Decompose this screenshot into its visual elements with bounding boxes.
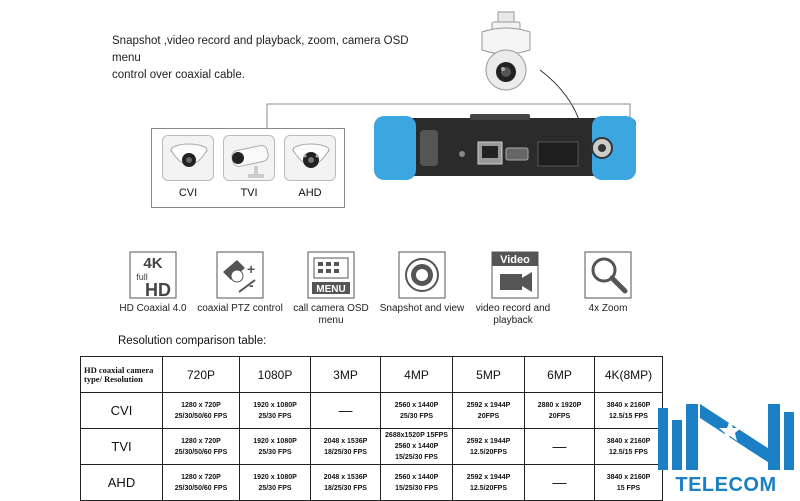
resolution-table: HD coaxial camera type/ Resolution 720P … <box>80 356 663 501</box>
telecom-logo-icon <box>658 404 794 470</box>
table-cell: 1280 x 720P 25/30/50/60 FPS <box>162 392 240 429</box>
table-corner-header: HD coaxial camera type/ Resolution <box>80 356 163 393</box>
table-cell: 2880 x 1920P 20FPS <box>524 392 595 429</box>
table-cell: 2592 x 1944P 12.5/20FPS <box>452 464 525 501</box>
camera-types-panel: CVI TVI AHD <box>151 128 345 208</box>
table-title: Resolution comparison table: <box>118 335 267 347</box>
table-cell: 3840 x 2160P 12.5/15 FPS <box>594 428 663 465</box>
camera-type-label: TVI <box>240 187 258 199</box>
column-header: 6MP <box>524 356 595 393</box>
intro-text: Snapshot ,video record and playback, zoo… <box>112 33 432 84</box>
feature-label: HD Coaxial 4.0 <box>119 303 187 314</box>
row-header: TVI <box>80 428 163 465</box>
snapshot-icon <box>398 251 446 299</box>
feature-label: coaxial PTZ control <box>197 303 283 314</box>
column-header: 5MP <box>452 356 525 393</box>
camera-type-label: AHD <box>298 187 322 199</box>
menu-icon: MENU <box>307 251 355 299</box>
column-header: 4K(8MP) <box>594 356 663 393</box>
bullet-camera-icon <box>223 135 275 181</box>
table-cell: 1280 x 720P 25/30/50/60 FPS <box>162 428 240 465</box>
tester-device-image <box>374 114 636 180</box>
feature-label: video record and playback <box>475 303 551 326</box>
4k-full-hd-icon: 4K full HD <box>129 251 177 300</box>
svg-text:full: full <box>136 272 148 282</box>
intro-line-2: control over coaxial cable. <box>112 69 245 81</box>
table-cell: — <box>524 464 595 501</box>
intro-line-1: Snapshot ,video record and playback, zoo… <box>112 35 409 64</box>
ptz-camera-image <box>481 11 531 91</box>
dome-camera-icon <box>284 135 336 181</box>
table-cell: 2592 x 1944P 20FPS <box>452 392 525 429</box>
table-cell: 2560 x 1440P 25/30 FPS <box>380 392 453 429</box>
column-header: 3MP <box>310 356 381 393</box>
table-cell: — <box>310 392 381 429</box>
table-cell: — <box>524 428 595 465</box>
camera-type-label: CVI <box>178 187 198 199</box>
table-cell: 1280 x 720P 25/30/50/60 FPS <box>162 464 240 501</box>
column-header: 720P <box>162 356 240 393</box>
table-cell: 2592 x 1944P 12.5/20FPS <box>452 428 525 465</box>
feature-label: call camera OSD menu <box>293 303 369 326</box>
table-cell: 3840 x 2160P 15 FPS <box>594 464 663 501</box>
table-cell: 2560 x 1440P 15/25/30 FPS <box>380 464 453 501</box>
column-header: 1080P <box>239 356 311 393</box>
table-cell: 2688x1520P 15FPS 2560 x 1440P 15/25/30 F… <box>380 428 453 465</box>
row-header: AHD <box>80 464 163 501</box>
video-icon: Video <box>491 251 539 299</box>
table-cell: 2048 x 1536P 18/25/30 FPS <box>310 464 381 501</box>
dome-camera-icon <box>162 135 214 181</box>
logo-text: TELECOM <box>675 474 777 496</box>
row-header: CVI <box>80 392 163 429</box>
table-cell: 1920 x 1080P 25/30 FPS <box>239 428 311 465</box>
feature-label: 4x Zoom <box>588 303 628 314</box>
svg-text:HD: HD <box>145 280 171 300</box>
table-cell: 1920 x 1080P 25/30 FPS <box>239 464 311 501</box>
svg-text:Video: Video <box>500 254 530 266</box>
table-cell: 2048 x 1536P 18/25/30 FPS <box>310 428 381 465</box>
column-header: 4MP <box>380 356 453 393</box>
zoom-icon <box>584 251 632 299</box>
feature-label: Snapshot and view <box>379 303 465 314</box>
svg-text:+: + <box>247 261 255 277</box>
ptz-control-icon: + - <box>216 251 264 299</box>
svg-text:-: - <box>249 277 254 293</box>
table-header-row: HD coaxial camera type/ Resolution 720P … <box>80 356 663 393</box>
svg-text:4K: 4K <box>143 255 162 272</box>
svg-text:MENU: MENU <box>316 284 345 295</box>
table-cell: 1920 x 1080P 25/30 FPS <box>239 392 311 429</box>
